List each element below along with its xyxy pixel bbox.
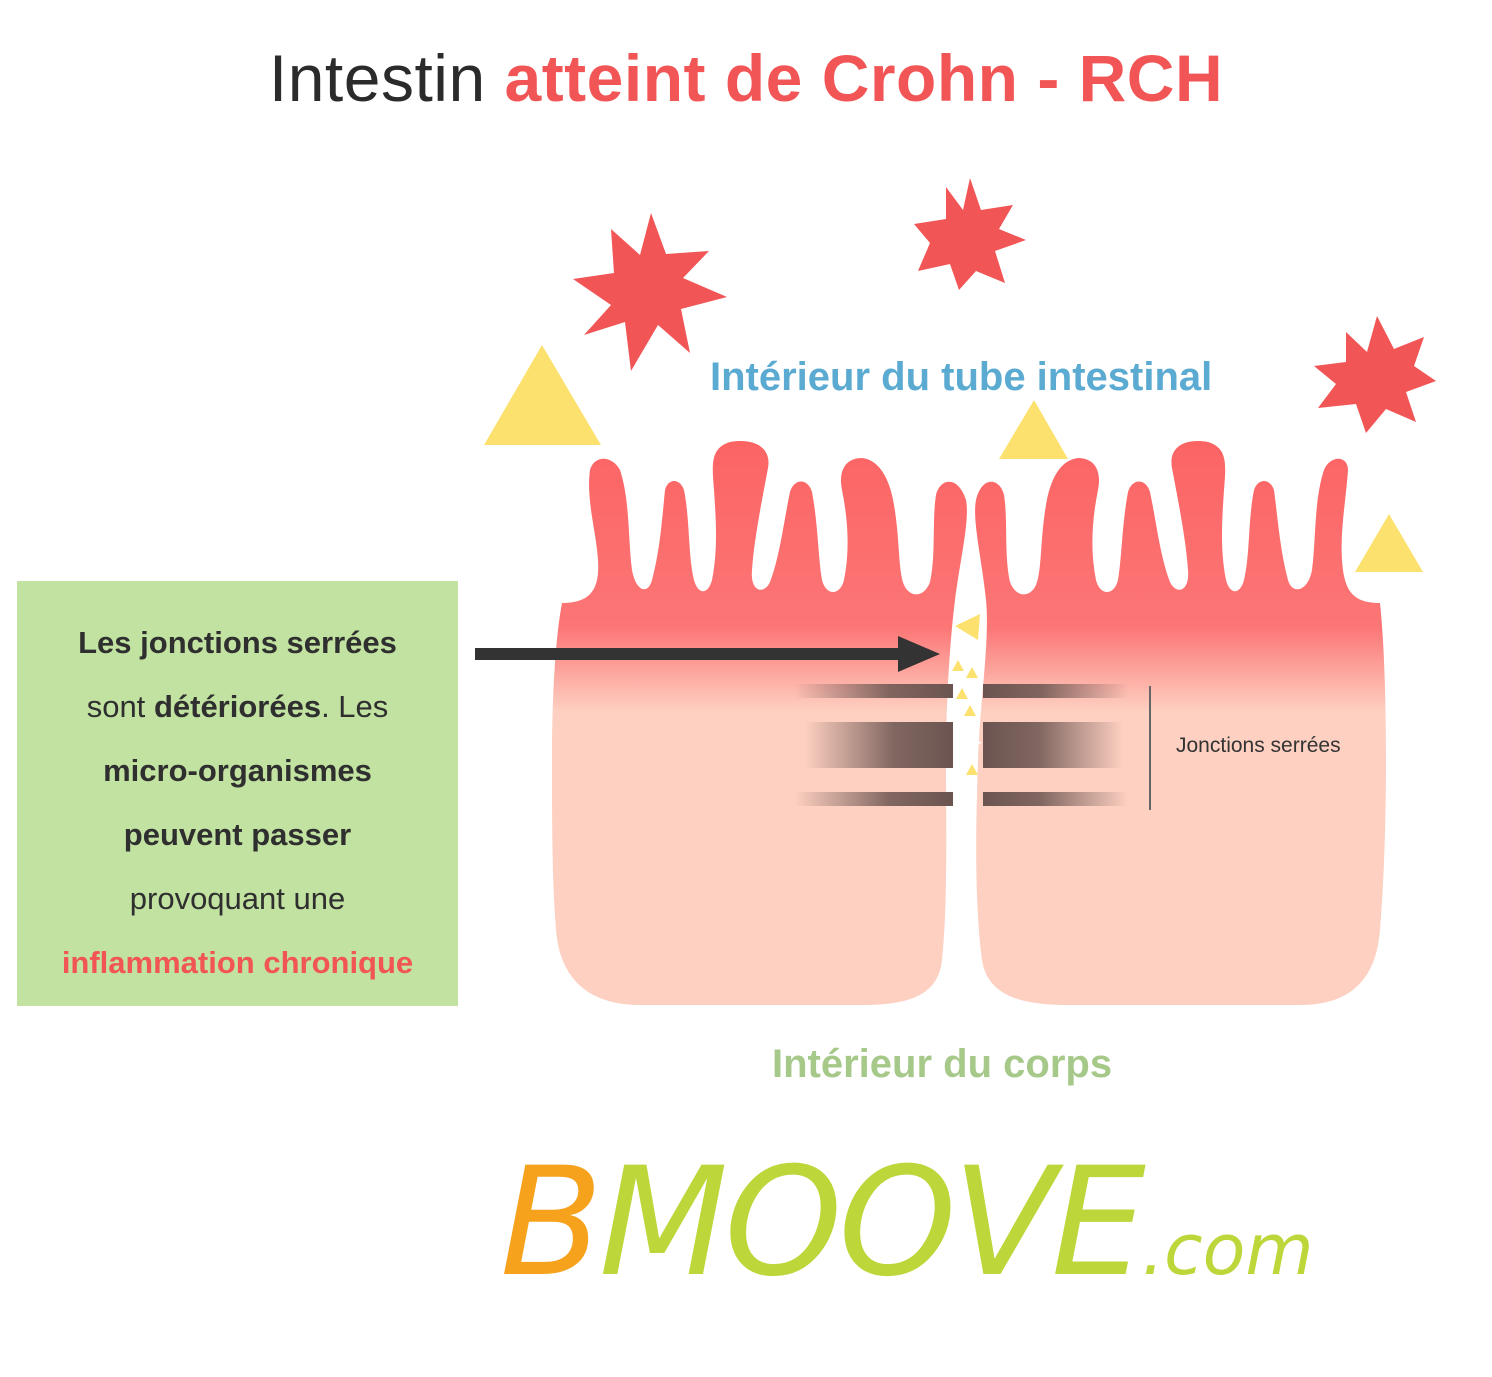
info-line-1: Les jonctions serrées xyxy=(78,625,397,660)
tight-junction-band xyxy=(983,792,1128,806)
particle-triangle-icon xyxy=(1355,514,1423,572)
tight-junction-band xyxy=(795,684,953,698)
tight-junctions-label: Jonctions serrées xyxy=(1176,734,1341,757)
particle-triangle-icon xyxy=(964,705,976,716)
arrow-right-icon xyxy=(475,636,940,672)
info-line-2: sont détériorées. Les xyxy=(17,675,458,739)
bmoove-logo: BMOOVE.com xyxy=(500,1148,1314,1325)
title-highlight: atteint de Crohn - RCH xyxy=(504,41,1224,115)
tight-junction-bands xyxy=(795,684,1128,806)
info-line-2-bold: détériorées xyxy=(153,689,322,724)
info-line-2-tail: . Les xyxy=(321,689,389,724)
pathogen-star-icon xyxy=(1314,316,1436,433)
small-star-icon xyxy=(958,790,978,808)
diagram-title: Intestin atteint de Crohn - RCH xyxy=(0,40,1492,116)
small-star-icon xyxy=(954,732,982,758)
logo-domain: .com xyxy=(1141,1209,1314,1291)
tight-junction-band xyxy=(805,722,953,768)
tight-junction-band xyxy=(983,684,1128,698)
info-line-4: peuvent passer xyxy=(123,817,352,852)
tight-junction-band xyxy=(983,722,1123,768)
info-box: Les jonctions serrées sont détériorées. … xyxy=(17,581,458,1006)
particle-triangle-icon xyxy=(952,660,964,671)
logo-moove: MOOVE xyxy=(598,1136,1146,1310)
info-line-3: micro-organismes xyxy=(103,753,372,788)
info-line-2-plain: sont xyxy=(86,689,146,724)
logo-b: B xyxy=(500,1136,603,1310)
particle-triangle-icon xyxy=(955,614,980,640)
info-line-6: inflammation chronique xyxy=(61,945,414,980)
tight-junction-band xyxy=(795,792,953,806)
particle-triangle-icon xyxy=(966,764,978,775)
left-epithelial-cell xyxy=(552,441,967,1006)
particle-triangle-icon xyxy=(966,667,978,678)
pathogen-star-icon xyxy=(573,213,727,371)
body-interior-label: Intérieur du corps xyxy=(772,1042,1113,1086)
info-line-5: provoquant une xyxy=(129,881,346,916)
white-stars-in-gap xyxy=(954,732,982,808)
particle-triangle-icon xyxy=(484,345,601,445)
particle-triangle-icon xyxy=(999,400,1068,459)
right-epithelial-cell xyxy=(975,441,1386,1006)
particles-in-gap xyxy=(952,614,980,775)
lumen-label: Intérieur du tube intestinal xyxy=(710,355,1213,399)
title-prefix: Intestin xyxy=(268,41,486,115)
pathogen-star-icon xyxy=(914,178,1026,290)
particle-triangle-icon xyxy=(956,688,968,699)
